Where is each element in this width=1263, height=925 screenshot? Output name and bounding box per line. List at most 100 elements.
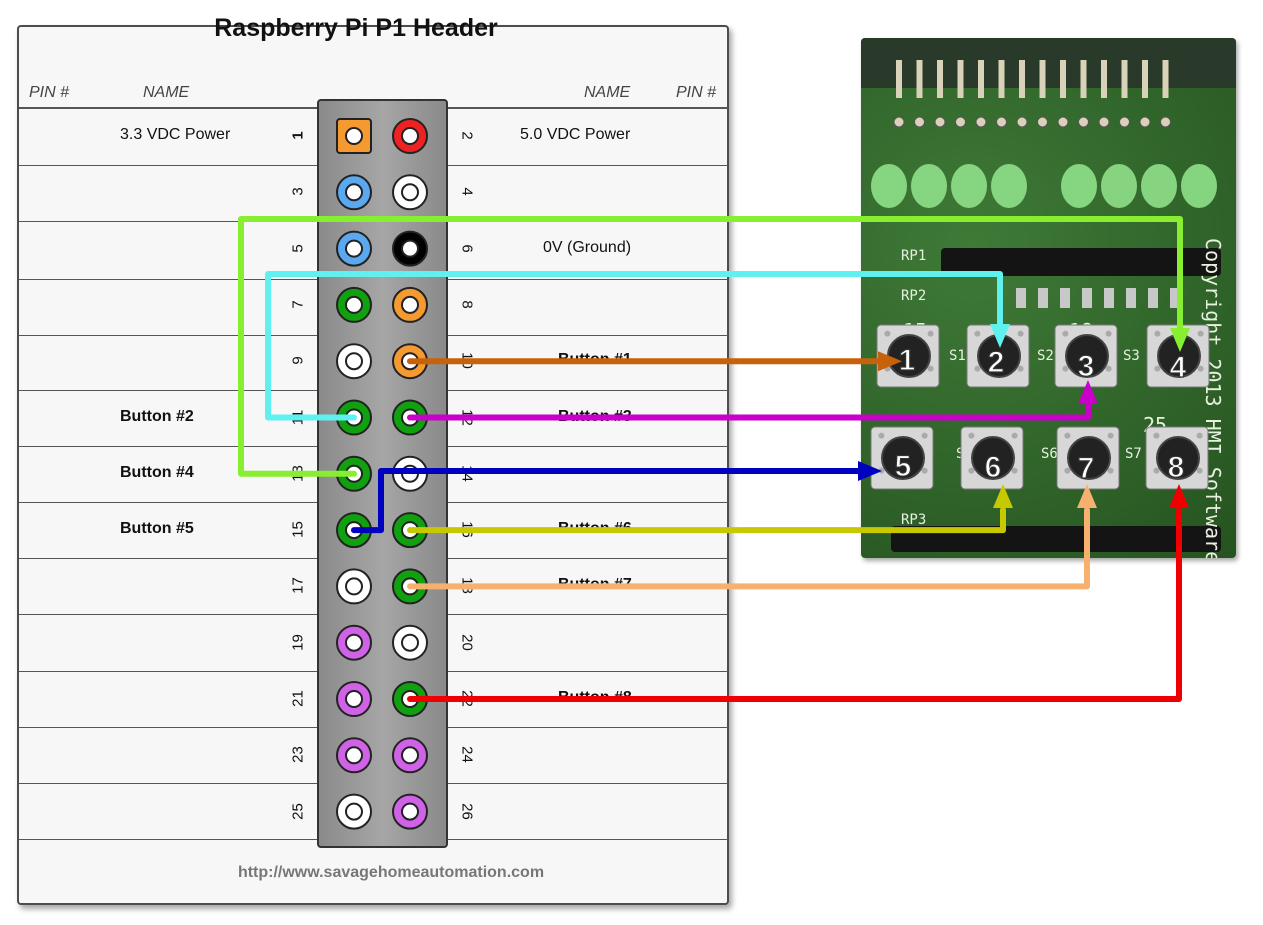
pin-3-circle [336, 174, 372, 211]
tact-button-5 [870, 426, 934, 490]
tact-button-7 [1056, 426, 1120, 490]
pin-13-circle [336, 455, 372, 492]
pin-14-circle [392, 455, 428, 492]
button-board-illustration: 151825S1S2S3S5S6S7RP1RP2RP3Copyright 201… [861, 38, 1236, 558]
header-socket [861, 38, 1236, 88]
diagram-title: Raspberry Pi P1 Header [214, 14, 498, 42]
pin-5-circle [336, 230, 372, 267]
left-pin-name: Button #4 [120, 463, 194, 481]
header-pin [1060, 60, 1066, 98]
pin-12-circle [392, 399, 428, 436]
led-icon [1061, 164, 1097, 208]
pin-21-circle [336, 681, 372, 717]
pin-24-circle [392, 737, 428, 774]
tact-button-1 [876, 324, 940, 388]
solder-pad [1037, 116, 1048, 128]
pin-8-circle [392, 286, 428, 323]
component [1060, 288, 1070, 308]
header-pin [1101, 60, 1107, 98]
solder-pad [893, 116, 905, 128]
solder-pad [975, 116, 987, 128]
silkscreen-label: RP3 [901, 512, 926, 528]
right-pin-header: PIN # [676, 84, 717, 101]
pin-2-circle [392, 118, 428, 154]
header-pin [916, 60, 923, 98]
led-icon [871, 164, 907, 208]
right-name-header: NAME [584, 84, 631, 101]
right-pin-name: 5.0 VDC Power [520, 126, 631, 143]
header-pin [1142, 60, 1148, 98]
solder-pad [934, 116, 946, 128]
silkscreen-label: S2 [1037, 348, 1054, 364]
pin-11-circle [336, 399, 372, 436]
led-icon [951, 164, 987, 208]
silkscreen-label: S1 [949, 348, 966, 364]
component [1148, 288, 1158, 308]
component [1104, 288, 1114, 308]
led-icon [1141, 164, 1177, 208]
solder-pad [1139, 116, 1151, 128]
solder-pad [1119, 116, 1130, 128]
silkscreen-label: S7 [1125, 446, 1142, 462]
tact-button-8 [1145, 426, 1209, 490]
led-icon [911, 164, 947, 208]
component [1126, 288, 1136, 308]
component [1038, 288, 1048, 308]
left-name-header: NAME [143, 84, 190, 101]
left-pin-name: Button #2 [120, 407, 194, 425]
header-pin [1162, 60, 1169, 98]
source-url: http://www.savagehomeautomation.com [237, 864, 545, 881]
pin-4-circle [392, 174, 428, 211]
silkscreen-label: S3 [1123, 348, 1140, 364]
button-board-photo: 151825S1S2S3S5S6S7RP1RP2RP3Copyright 201… [861, 38, 1236, 558]
left-pin-name: 3.3 VDC Power [120, 126, 231, 143]
led-icon [1101, 164, 1137, 208]
solder-pad [996, 116, 1007, 128]
solder-pad [955, 116, 966, 128]
pin-23-circle [336, 737, 372, 774]
pin-9-circle [336, 343, 372, 380]
header-pin [937, 60, 943, 98]
tact-button-6 [960, 426, 1024, 490]
header-pin [957, 60, 964, 98]
header-pin [896, 60, 902, 98]
tact-button-3 [1054, 324, 1118, 388]
pin-7-circle [336, 286, 372, 323]
silkscreen-label: Copyright 2013 HMI Software [1201, 238, 1225, 558]
led-icon [1181, 164, 1217, 208]
pin-19-circle [336, 624, 372, 661]
pin-16-circle [392, 512, 428, 549]
pin-25-circle [336, 793, 372, 830]
left-pin-header: PIN # [29, 84, 70, 101]
pin-6-circle [392, 230, 428, 267]
pin-18-circle [392, 568, 428, 605]
led-icon [991, 164, 1027, 208]
header-pin [998, 60, 1005, 98]
component [1170, 288, 1180, 308]
silkscreen-label: RP1 [901, 248, 926, 264]
tact-button-4 [1146, 324, 1210, 388]
pin-26-circle [392, 793, 428, 830]
pin-17-circle [336, 568, 372, 605]
header-pin [1080, 60, 1087, 98]
resistor-pack [891, 526, 1221, 552]
pin-20-circle [392, 624, 428, 661]
pin-10-circle [392, 343, 428, 380]
header-pin [978, 60, 984, 98]
pin-15-circle [336, 512, 372, 549]
solder-pad [1016, 116, 1028, 128]
component [1082, 288, 1092, 308]
solder-pad [1057, 116, 1069, 128]
component [1016, 288, 1026, 308]
solder-pad [1098, 116, 1110, 128]
pin-1-circle [336, 118, 372, 154]
header-pin [1039, 60, 1046, 98]
header-pin [1019, 60, 1025, 98]
resistor-pack [941, 248, 1221, 276]
silkscreen-label: S6 [1041, 446, 1058, 462]
solder-pad [914, 116, 925, 128]
header-pin [1121, 60, 1128, 98]
solder-pad [1160, 116, 1171, 128]
left-pin-name: Button #5 [120, 520, 194, 538]
silkscreen-label: RP2 [901, 288, 926, 304]
